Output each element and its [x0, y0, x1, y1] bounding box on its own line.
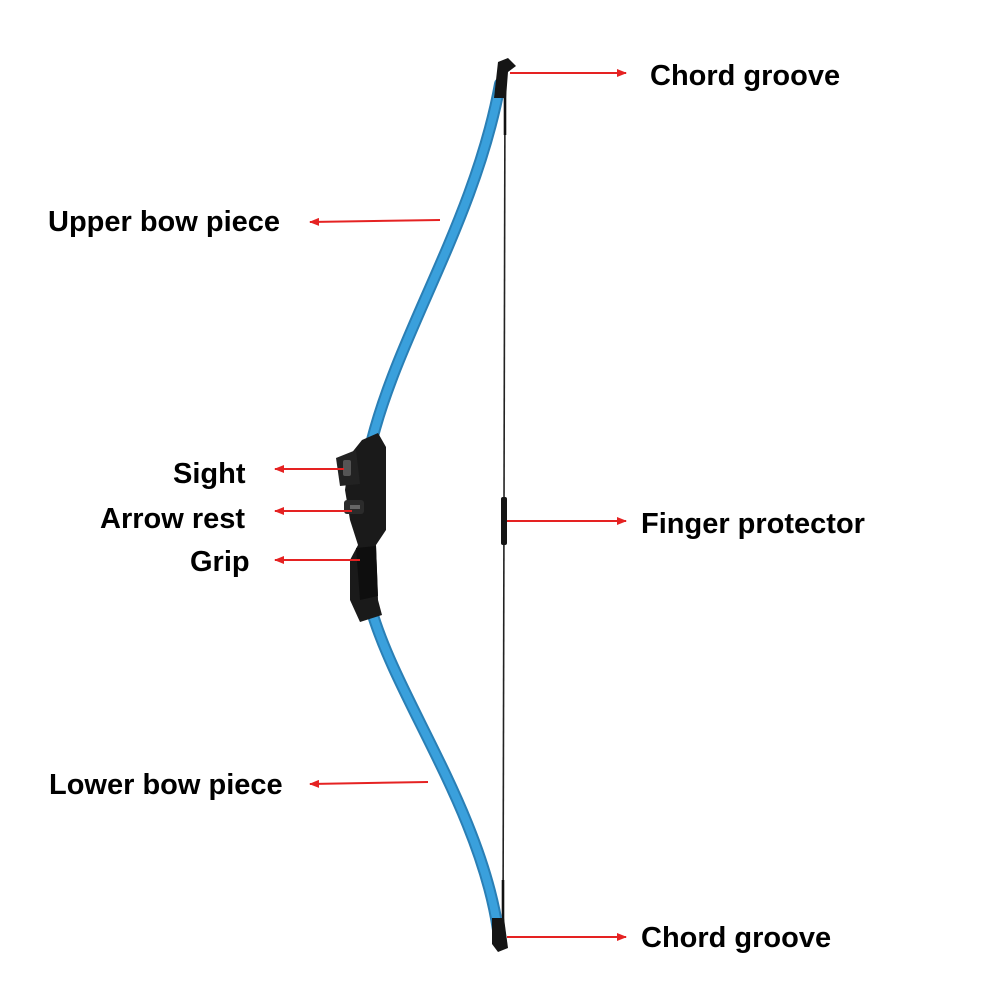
label-lower-bow-piece: Lower bow piece — [49, 769, 283, 801]
upper-limb-face — [368, 80, 504, 444]
label-chord-groove-bottom: Chord groove — [641, 922, 832, 954]
arrow-lower-bow-piece — [309, 779, 429, 788]
label-grip: Grip — [190, 546, 250, 578]
label-upper-bow-piece: Upper bow piece — [48, 206, 281, 238]
arrow-rest-shelf — [350, 505, 360, 509]
bottom-tip — [492, 918, 508, 952]
label-arrow-rest: Arrow rest — [100, 503, 246, 535]
arrow-upper-bow-piece — [309, 217, 441, 226]
grip-shape — [356, 546, 378, 600]
finger-protector-shape — [501, 497, 507, 545]
sight-slot — [343, 460, 351, 476]
label-sight: Sight — [173, 458, 246, 490]
label-finger-protector: Finger protector — [641, 508, 865, 540]
top-tip — [494, 58, 516, 98]
lower-limb-face — [368, 608, 502, 934]
label-chord-groove-top: Chord groove — [650, 60, 841, 92]
